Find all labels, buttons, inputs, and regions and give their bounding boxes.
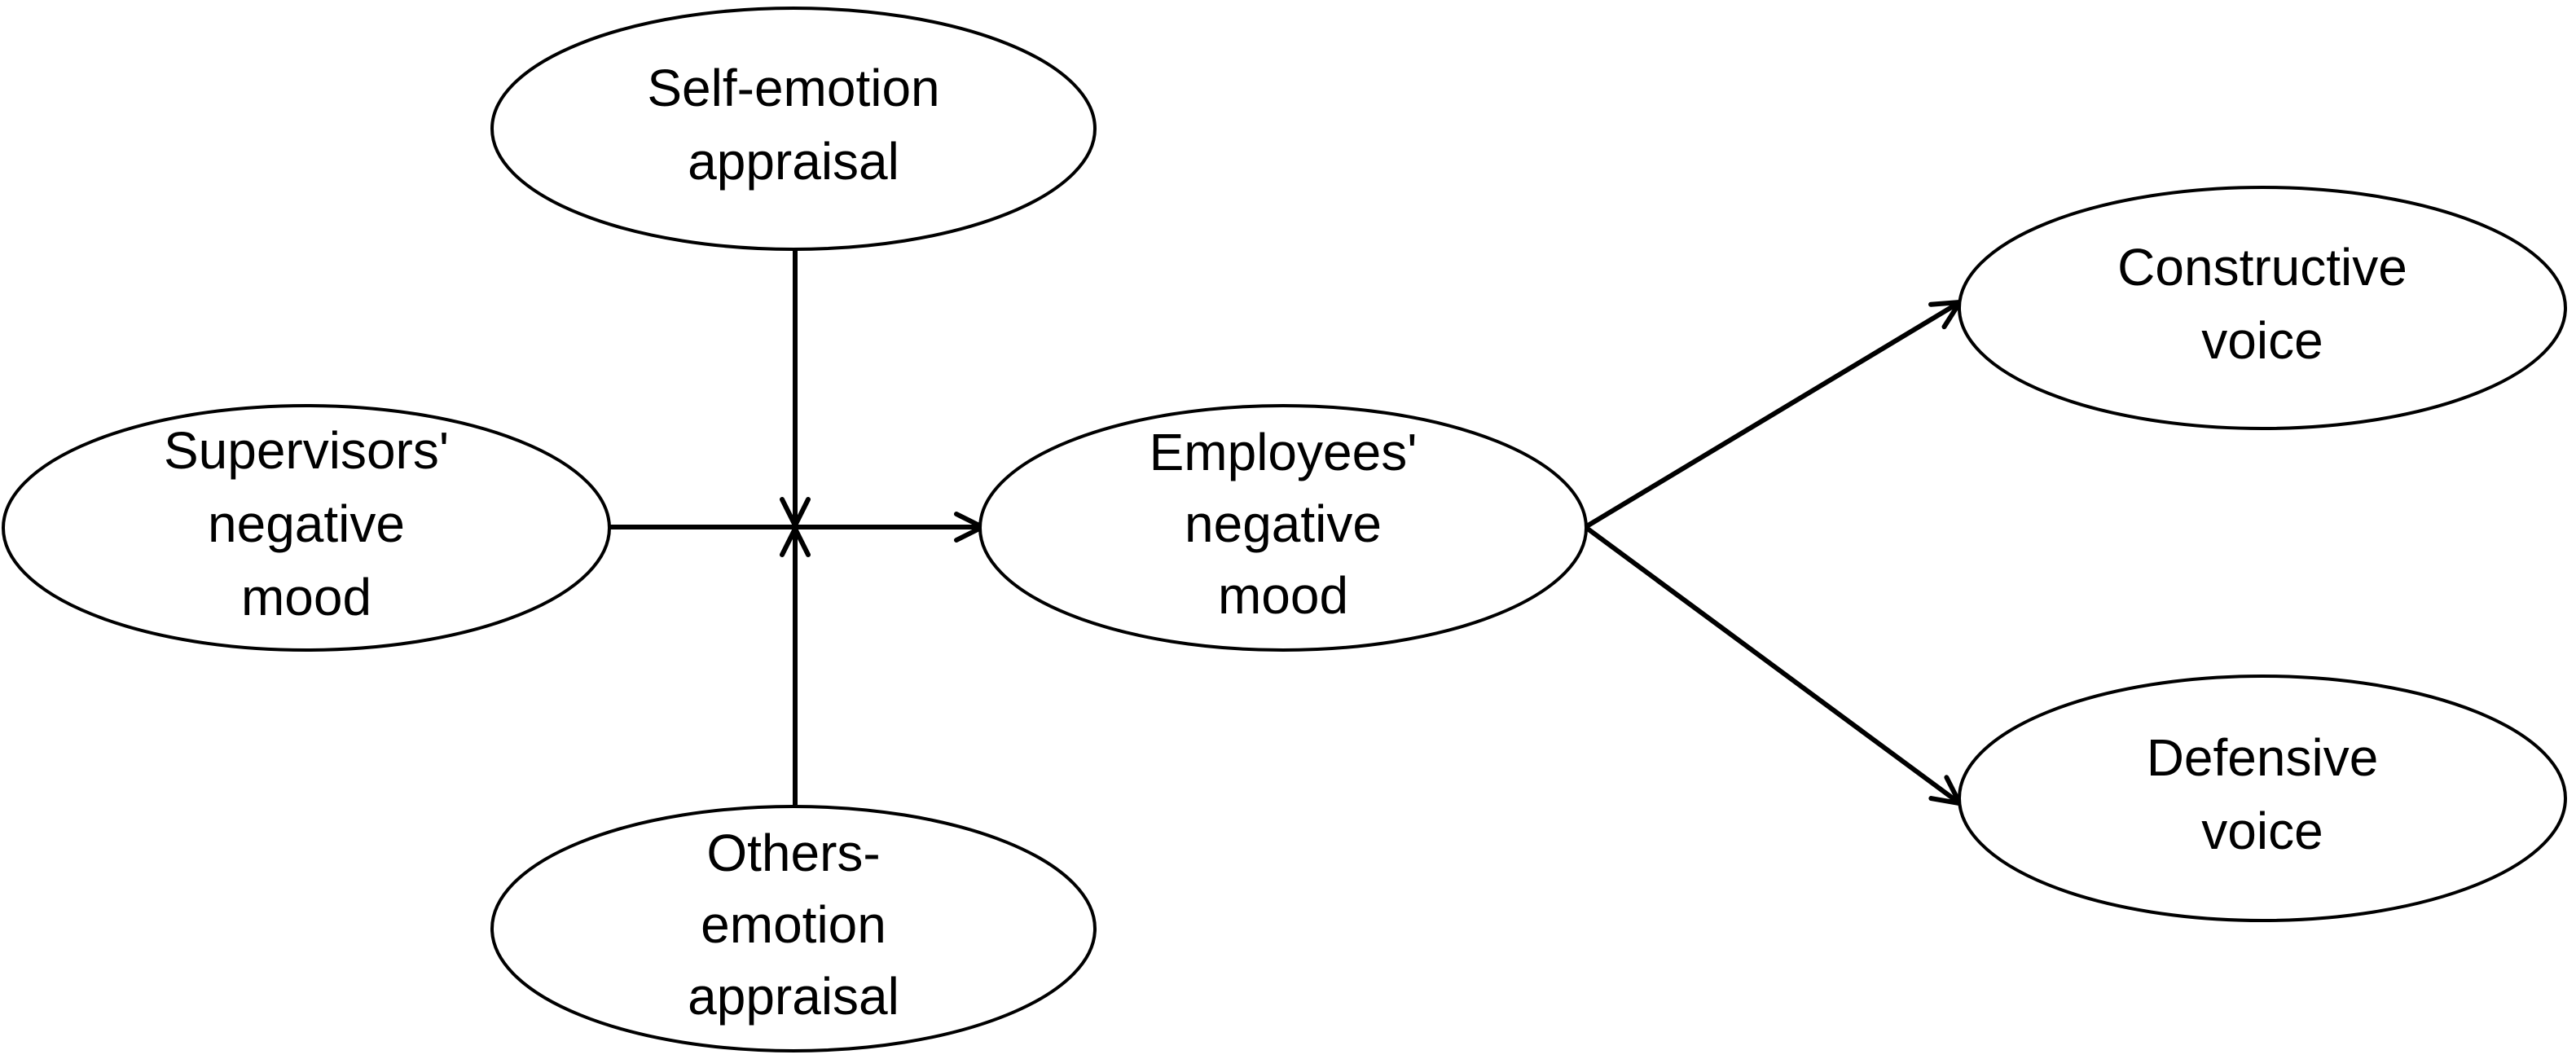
node-supervisors-negative-mood-shape [2, 404, 611, 652]
edges [609, 249, 1963, 806]
node-employees-negative-mood-line-2: negative [1185, 494, 1382, 553]
node-constructive-voice: Constructive voice [1958, 186, 2567, 430]
node-supervisors-negative-mood-line-1: Supervisors' [164, 421, 449, 480]
node-others-emotion-appraisal-line-3: appraisal [688, 967, 899, 1026]
node-defensive-voice-shape [1958, 675, 2567, 922]
node-defensive-voice-line-2: voice [2201, 802, 2323, 860]
node-self-emotion-appraisal-line-1: Self-emotion [647, 59, 939, 117]
node-constructive-voice-shape [1958, 186, 2567, 430]
node-supervisors-negative-mood: Supervisors' negative mood [2, 404, 611, 652]
node-employees-negative-mood: Employees' negative mood [978, 404, 1588, 652]
node-others-emotion-appraisal-shape [490, 805, 1097, 1052]
node-employees-negative-mood-line-3: mood [1218, 566, 1348, 625]
node-supervisors-negative-mood-line-3: mood [241, 568, 371, 626]
edge-employees-to-constructive [1584, 299, 1963, 530]
node-constructive-voice-line-2: voice [2201, 311, 2323, 370]
node-others-emotion-appraisal-line-2: emotion [701, 895, 886, 954]
node-self-emotion-appraisal-line-2: appraisal [688, 132, 899, 191]
node-others-emotion-appraisal-line-1: Others- [706, 824, 880, 882]
node-employees-negative-mood-shape [978, 404, 1588, 652]
node-defensive-voice: Defensive voice [1958, 675, 2567, 922]
node-defensive-voice-line-1: Defensive [2147, 728, 2379, 787]
node-employees-negative-mood-line-1: Employees' [1150, 423, 1418, 481]
node-self-emotion-appraisal: Self-emotion appraisal [490, 7, 1097, 251]
node-others-emotion-appraisal: Others- emotion appraisal [490, 805, 1097, 1052]
node-supervisors-negative-mood-line-2: negative [208, 494, 405, 553]
node-self-emotion-appraisal-shape [490, 7, 1097, 251]
edge-employees-to-defensive [1584, 525, 1963, 806]
node-constructive-voice-line-1: Constructive [2117, 238, 2407, 297]
